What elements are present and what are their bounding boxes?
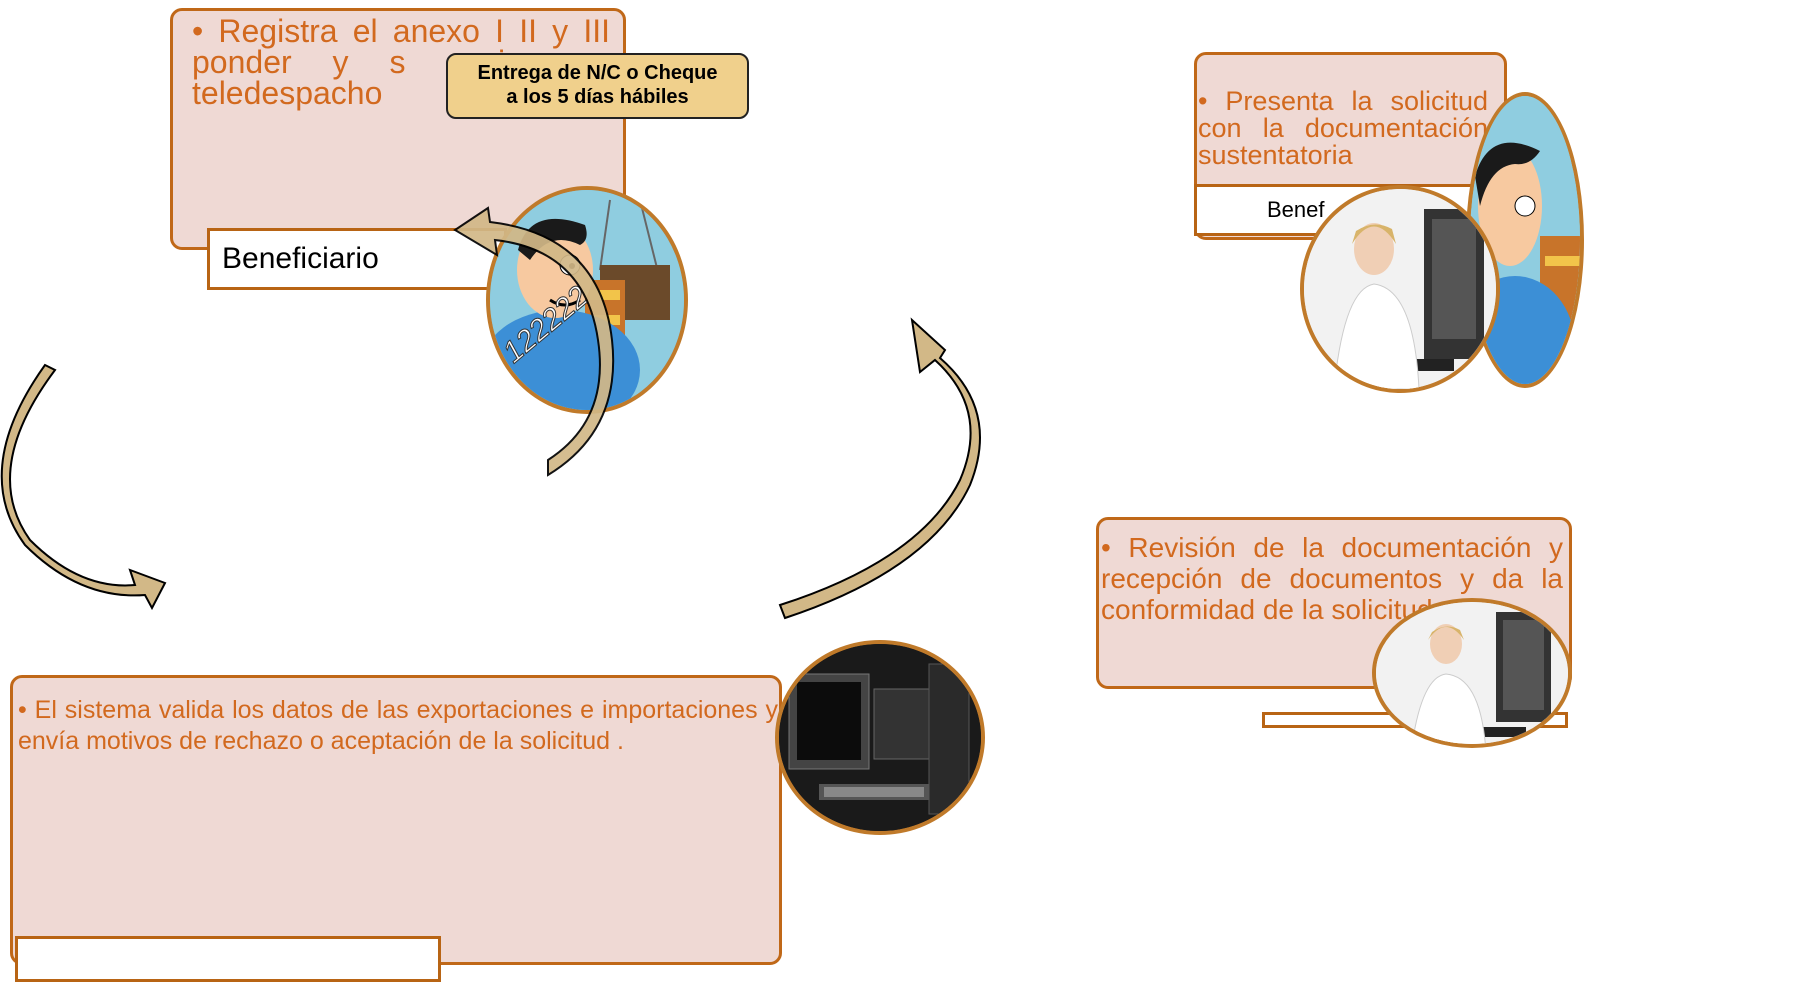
computer-workstation-circle: [775, 640, 985, 835]
bottom-label-bar: [15, 936, 441, 982]
beneficiario-label-text: Beneficiario: [222, 242, 379, 275]
woman-computer-circle-top: [1300, 185, 1500, 393]
woman-computer-icon: [1304, 189, 1496, 389]
curved-arrow-icon-right: [778, 317, 981, 620]
woman-computer-circle-mid: [1372, 598, 1572, 748]
woman-computer-icon-2: [1376, 602, 1568, 744]
computer-workstation-icon: [779, 644, 981, 831]
delivery-callout: Entrega de N/C o Cheque a los 5 días háb…: [446, 53, 749, 119]
beneficiario-label: Beneficiario: [207, 228, 507, 290]
curved-arrow-icon-left: [0, 363, 167, 611]
callout-line-1: Entrega de N/C o Cheque: [477, 62, 718, 84]
top-step-box: [170, 8, 626, 250]
bottom-step-text: • El sistema valida los datos de las exp…: [18, 696, 778, 755]
callout-line-2: a los 5 días hábiles: [506, 86, 689, 108]
right-top-step-text: • Presenta la solicitud con la documenta…: [1198, 88, 1488, 170]
